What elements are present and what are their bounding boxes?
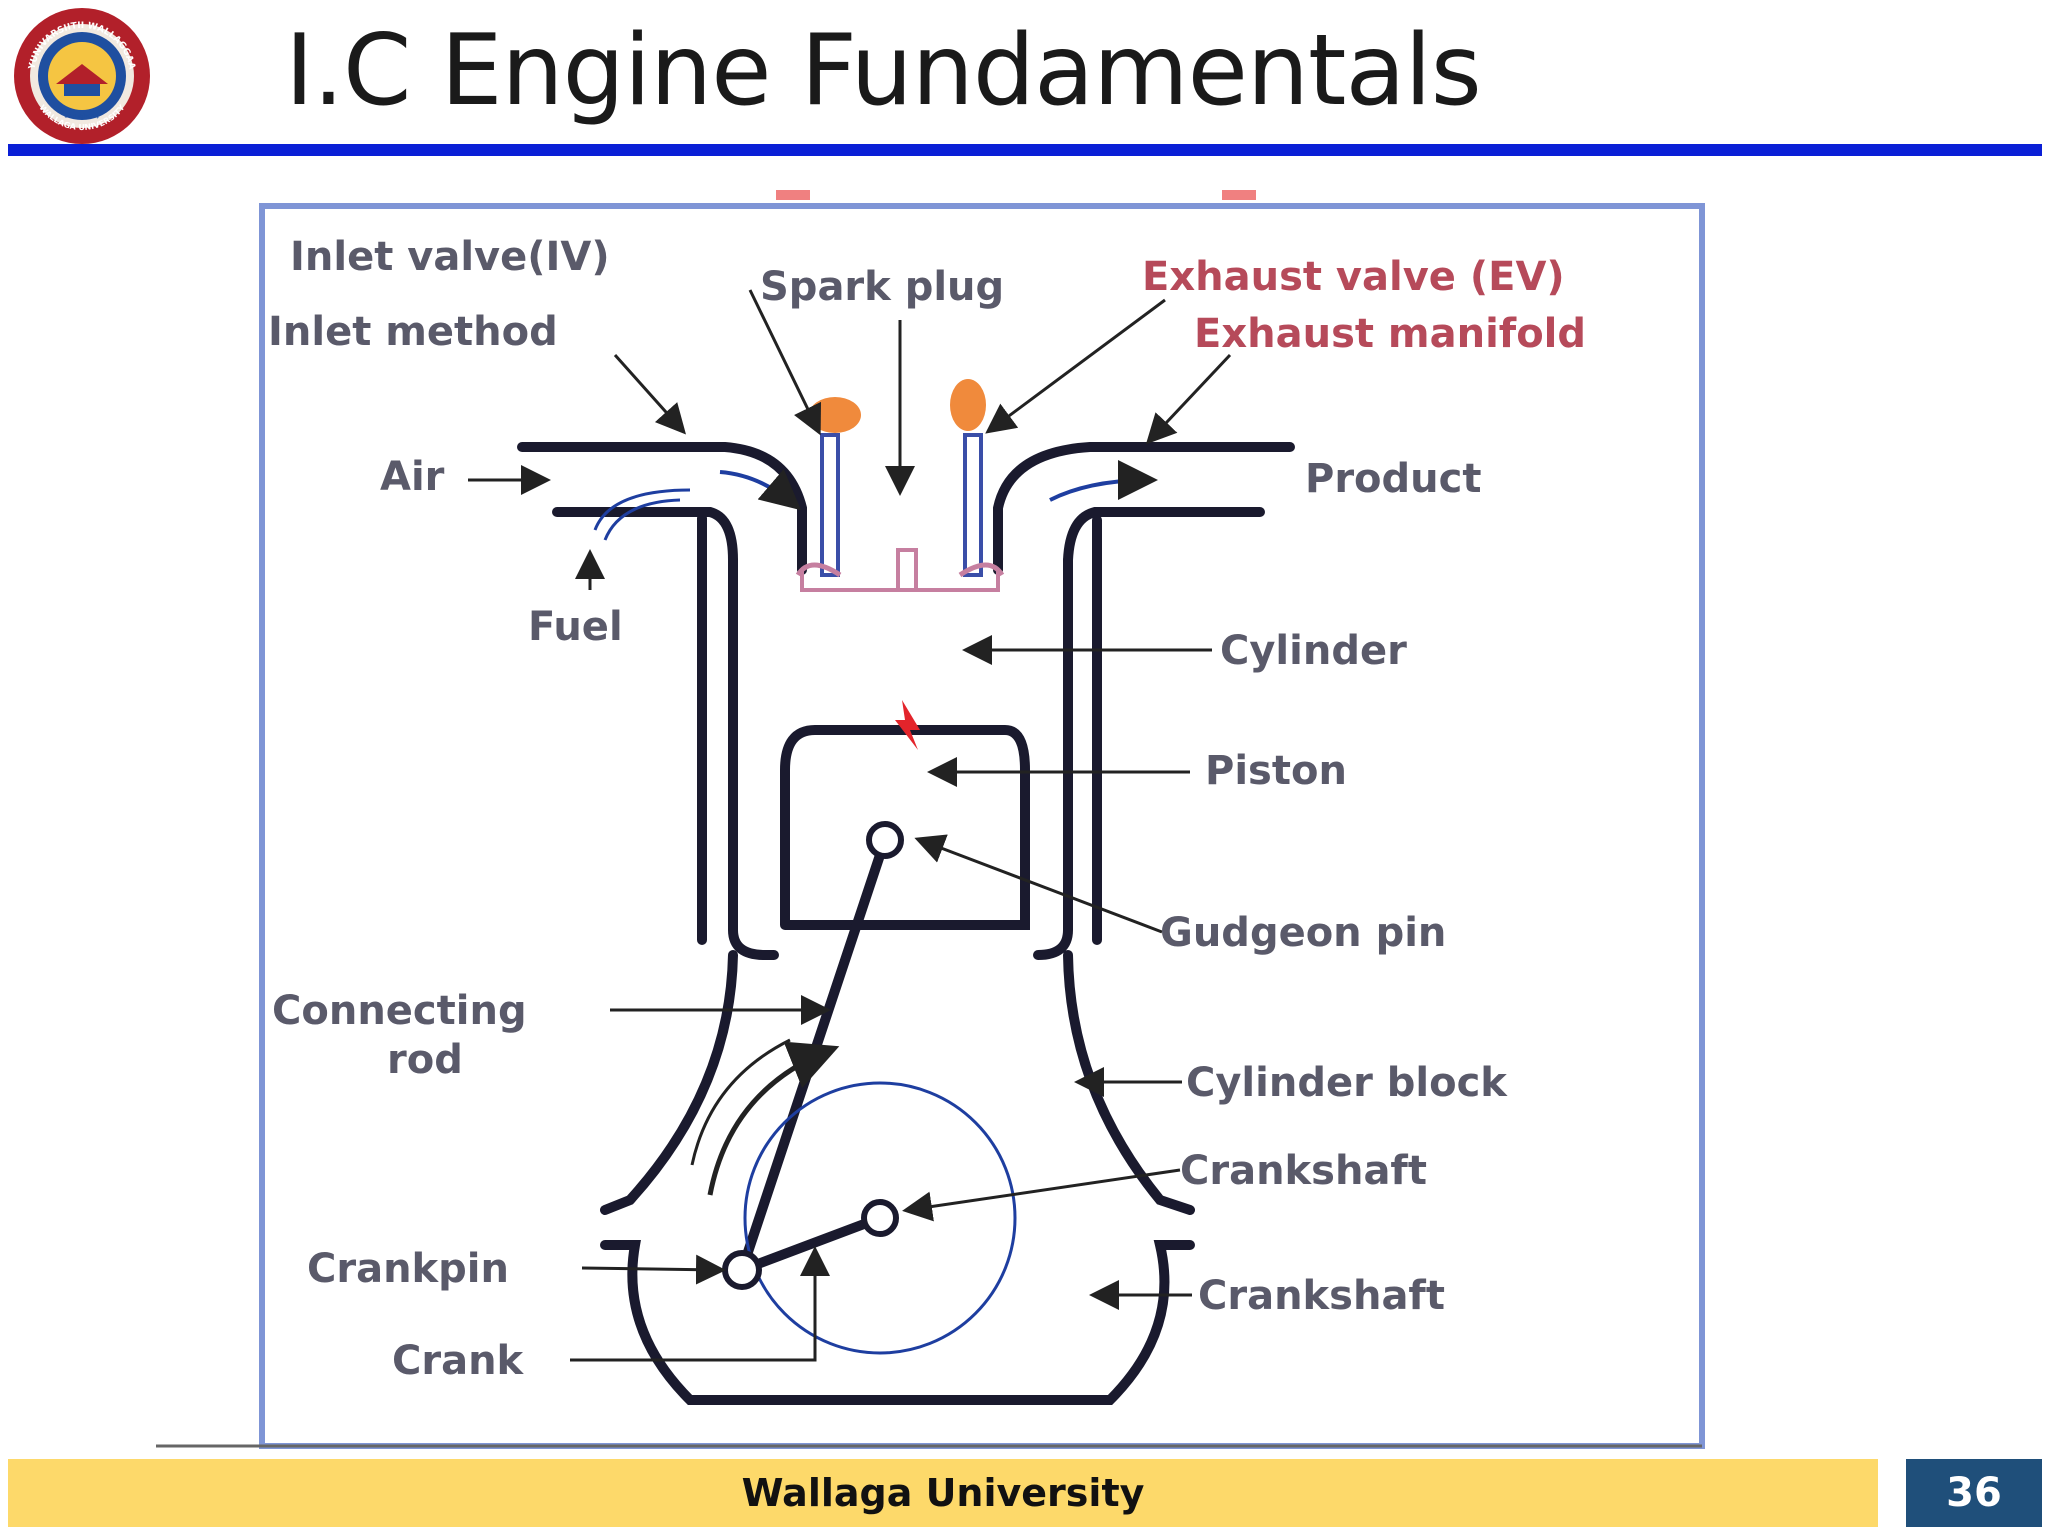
title-underline (8, 144, 2042, 156)
footer-bar: Wallaga University (8, 1459, 1878, 1527)
label-cylinder-block: Cylinder block (1186, 1060, 1508, 1106)
label-crankpin: Crankpin (307, 1246, 509, 1292)
intake-flow-arrow (719, 468, 802, 511)
label-gudgeon-pin: Gudgeon pin (1160, 910, 1446, 956)
crankshaft-pin (861, 1199, 899, 1237)
label-inlet-valve: Inlet valve(IV) (290, 234, 610, 280)
inlet-manifold-bottom-wall (552, 507, 738, 565)
label-crank: Crank (392, 1338, 525, 1384)
exhaust-valve-spring (950, 379, 986, 431)
rotation-arc (690, 1038, 791, 1166)
label-connecting-rod-line2: rod (387, 1037, 463, 1083)
crank-arm (737, 1213, 885, 1275)
inlet-valve-stem (820, 433, 840, 577)
exhaust-manifold-top-wall (993, 442, 1295, 575)
frame-top-mark (776, 190, 810, 200)
university-logo: YUNIVARSIITII WALLAGGAA WALLAGA UNIVERSI… (14, 8, 150, 144)
footer-university-name: Wallaga University (741, 1471, 1145, 1515)
logo-roof-shape (56, 64, 108, 84)
crankpin (722, 1250, 762, 1290)
exhaust-valve-stem (963, 433, 983, 577)
crank-circle (743, 1081, 1017, 1355)
crankcase-lower (600, 1240, 1195, 1405)
label-exhaust-valve: Exhaust valve (EV) (1142, 254, 1565, 300)
label-crankshaft-lower: Crankshaft (1198, 1273, 1445, 1319)
slide-number: 36 (1946, 1470, 2002, 1516)
spark-flame-icon (895, 700, 920, 750)
gudgeon-pin (866, 821, 904, 859)
inlet-valve-spring (809, 397, 861, 433)
label-inlet-method: Inlet method (268, 309, 558, 355)
rotation-arrow (707, 1041, 840, 1196)
frame-top-mark (1222, 190, 1256, 200)
logo-book-shape (64, 84, 100, 96)
cylinder-wall-left-inner (728, 555, 779, 960)
valve-heads (795, 562, 1005, 578)
exhaust-manifold-bottom-wall (1063, 507, 1265, 565)
label-pointers (468, 289, 1232, 1362)
fuel-flow-line (603, 498, 681, 541)
slide-number-box: 36 (1906, 1459, 2042, 1527)
exhaust-flow-arrow (1049, 460, 1158, 502)
label-piston: Piston (1205, 748, 1347, 794)
engine-outline (517, 442, 1295, 1405)
label-crankshaft-upper: Crankshaft (1180, 1148, 1427, 1194)
label-spark-plug: Spark plug (760, 264, 1004, 310)
engine-diagram: Inlet valve(IV) Spark plug Exhaust valve… (156, 190, 1705, 1449)
label-air: Air (380, 454, 445, 500)
label-exhaust-manifold: Exhaust manifold (1194, 311, 1586, 357)
logo-inner-text: ወለጋ ዩኒቨርሲቲ (65, 113, 100, 120)
spark-plug-tip (896, 548, 918, 592)
label-product: Product (1305, 456, 1481, 502)
cylinder-wall-right-inner (1033, 555, 1073, 960)
label-cylinder: Cylinder (1220, 628, 1407, 674)
label-connecting-rod-line1: Connecting (272, 988, 527, 1034)
slide-title: I.C Engine Fundamentals (285, 14, 1482, 128)
crankcase-left-upper (600, 950, 738, 1215)
fuel-flow-line (593, 488, 691, 531)
piston (780, 725, 1030, 930)
label-fuel: Fuel (528, 604, 623, 650)
